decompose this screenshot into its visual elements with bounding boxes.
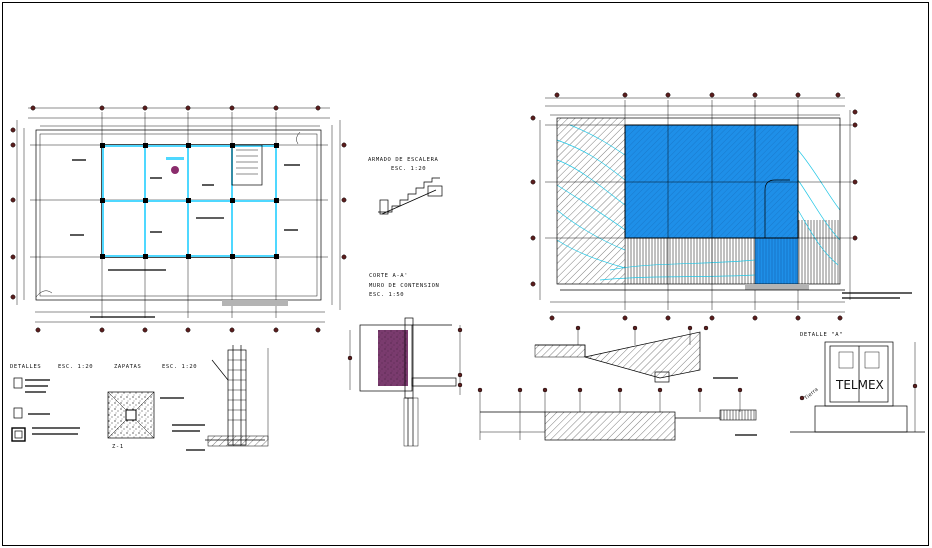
stair-reinforcement-detail: ARMADO DE ESCALERA ESC. 1:20 xyxy=(368,157,443,215)
section-subtitle: MURO DE CONTENSION xyxy=(369,283,439,289)
stair-title: ARMADO DE ESCALERA xyxy=(368,157,438,163)
retaining-wall-section: CORTE A-A' MURO DE CONTENSION ESC. 1:50 xyxy=(347,273,463,447)
footing-tag: Z-1 xyxy=(112,444,124,450)
section-title: CORTE A-A' xyxy=(369,273,408,279)
terrain-profiles xyxy=(477,325,757,441)
detail-a-title: DETALLE "A" xyxy=(800,332,843,338)
telmex-sign: TELMEX xyxy=(835,378,884,392)
site-plan-terrain xyxy=(530,92,912,321)
detail-a-telmex: DETALLE "A" TELMEX Tierra xyxy=(790,332,925,433)
stair-scale: ESC. 1:20 xyxy=(391,166,426,172)
details-block: DETALLES ESC. 1:20 xyxy=(10,364,93,442)
details-title: DETALLES xyxy=(10,364,41,370)
footings-block: ZAPATAS ESC. 1:20 Z-1 xyxy=(107,345,269,451)
section-scale: ESC. 1:50 xyxy=(369,292,404,298)
footings-scale: ESC. 1:20 xyxy=(162,364,197,370)
footings-title: ZAPATAS xyxy=(114,364,141,370)
foundation-plan xyxy=(10,105,347,333)
details-scale: ESC. 1:20 xyxy=(58,364,93,370)
ground-note: Tierra xyxy=(803,386,820,402)
